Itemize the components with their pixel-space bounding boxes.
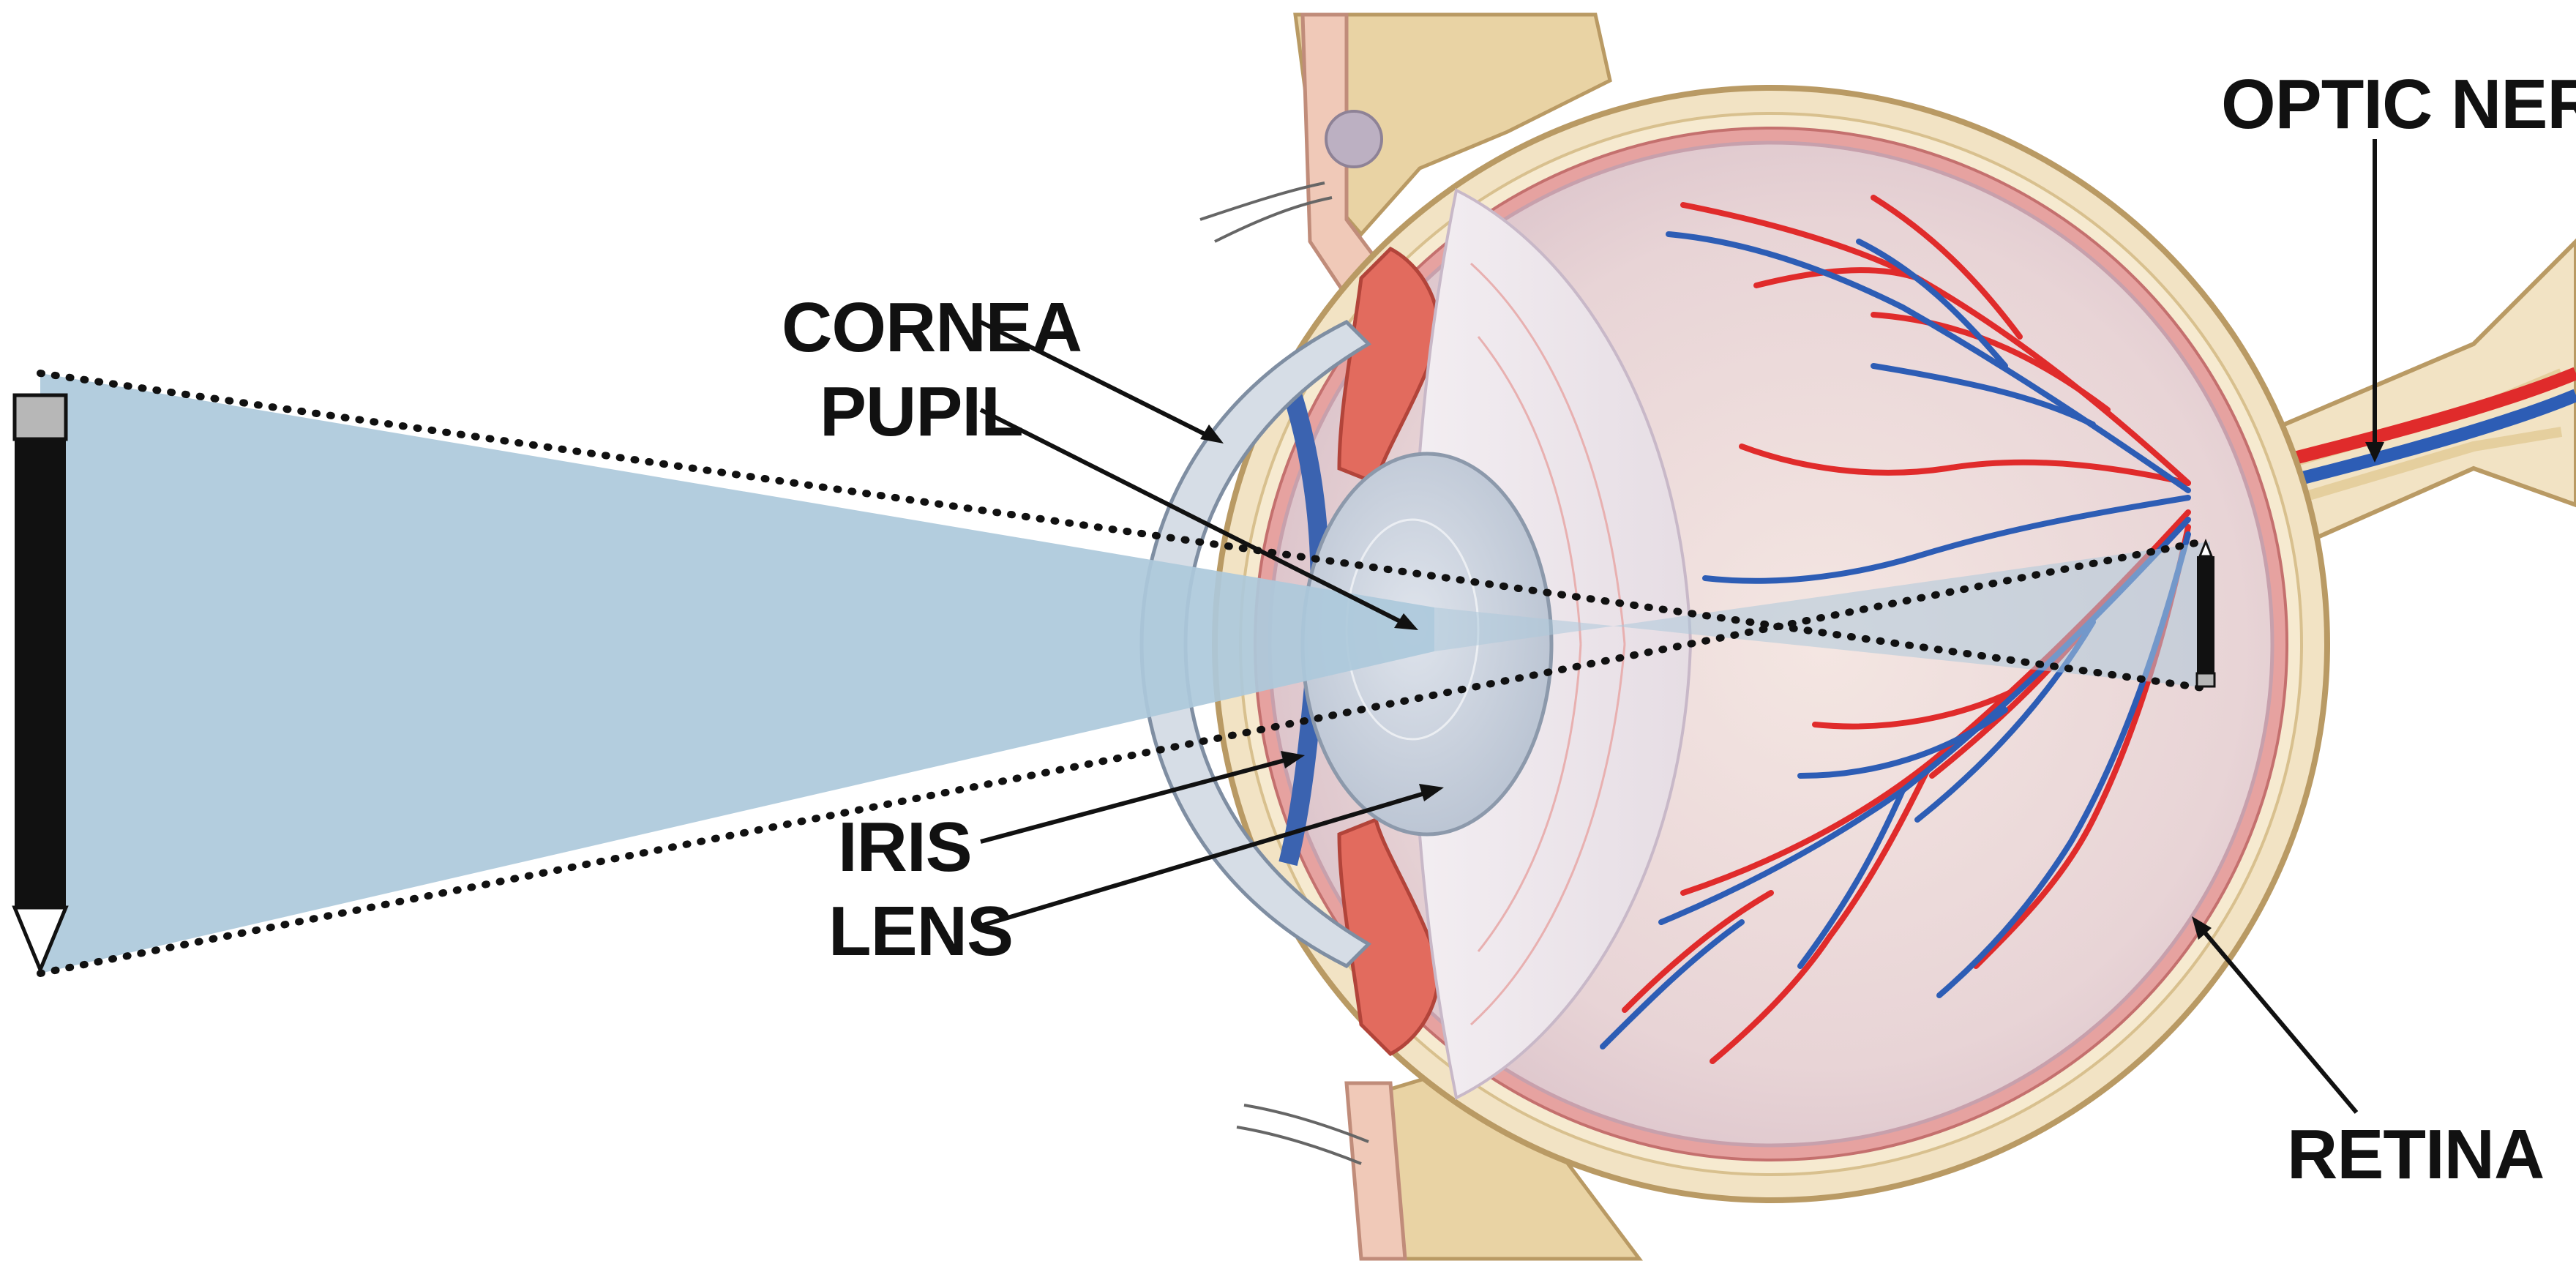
label-cornea: CORNEA <box>782 288 1082 367</box>
label-retina: RETINA <box>2287 1115 2544 1194</box>
label-pupil: PUPIL <box>820 373 1023 451</box>
label-iris: IRIS <box>838 808 972 886</box>
label-optic-nerve: OPTIC NERVE <box>2221 65 2576 143</box>
retinal-image-pencil <box>2197 542 2214 686</box>
label-lens: LENS <box>828 892 1013 970</box>
pencil-object <box>15 395 66 970</box>
